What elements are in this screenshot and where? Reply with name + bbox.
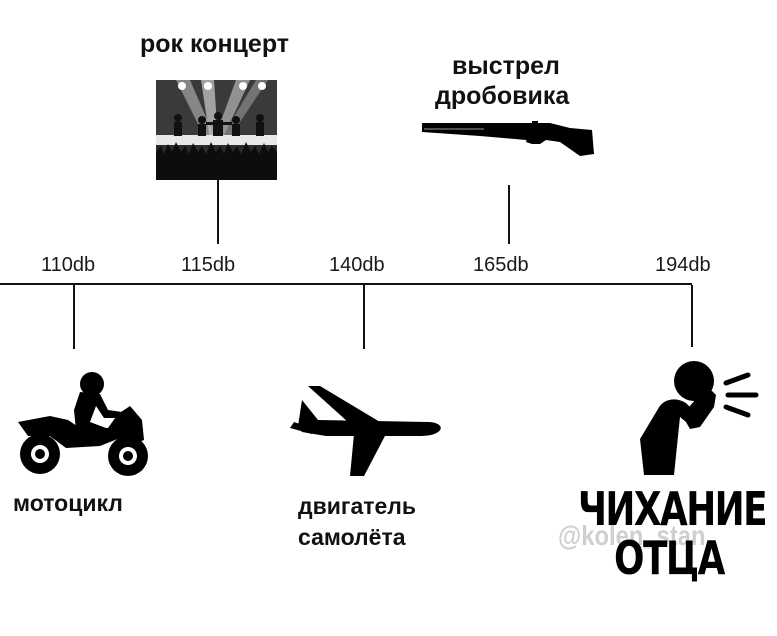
shotgun-label-line1: выстрел bbox=[452, 52, 560, 80]
tick-label-115db: 115db bbox=[181, 254, 236, 276]
shotgun-icon bbox=[420, 118, 595, 160]
motorcycle-label: мотоцикл bbox=[13, 490, 123, 516]
tick-label-140db: 140db bbox=[329, 254, 385, 276]
sneezing-person-icon bbox=[630, 355, 770, 475]
sneeze-connector bbox=[691, 285, 693, 347]
airplane-icon bbox=[288, 382, 444, 478]
sneeze-label-line2: ОТЦА bbox=[614, 531, 725, 585]
plane-label-line2: самолёта bbox=[298, 524, 406, 550]
shotgun-label-line2: дробовика bbox=[435, 82, 570, 110]
tick-label-165db: 165db bbox=[473, 254, 529, 276]
tick-label-194db: 194db bbox=[655, 254, 711, 276]
motorcycle-connector bbox=[73, 285, 75, 349]
shotgun-connector bbox=[508, 185, 510, 244]
rock-concert-connector bbox=[217, 180, 219, 244]
motorcycle-icon bbox=[10, 370, 150, 476]
sneeze-label-line1: ЧИХАНИЕ bbox=[578, 482, 768, 536]
rock-concert-photo bbox=[156, 80, 277, 180]
watermark: @kolen_stan bbox=[558, 520, 706, 551]
rock-concert-label: рок концерт bbox=[140, 30, 290, 58]
plane-label-line1: двигатель bbox=[298, 493, 417, 519]
tick-label-110db: 110db bbox=[41, 254, 96, 276]
plane-connector bbox=[363, 285, 365, 349]
decibel-axis-line bbox=[0, 283, 692, 285]
